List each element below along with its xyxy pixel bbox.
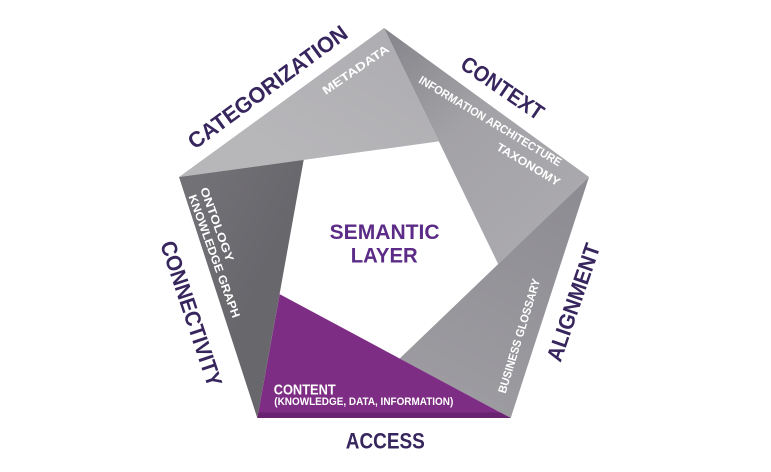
svg-text:SEMANTIC: SEMANTIC	[330, 221, 440, 244]
svg-text:CONTENT: CONTENT	[274, 382, 336, 399]
svg-text:(KNOWLEDGE, DATA, INFORMATION): (KNOWLEDGE, DATA, INFORMATION)	[274, 396, 453, 408]
svg-text:ACCESS: ACCESS	[346, 428, 425, 453]
svg-text:LAYER: LAYER	[351, 245, 418, 268]
